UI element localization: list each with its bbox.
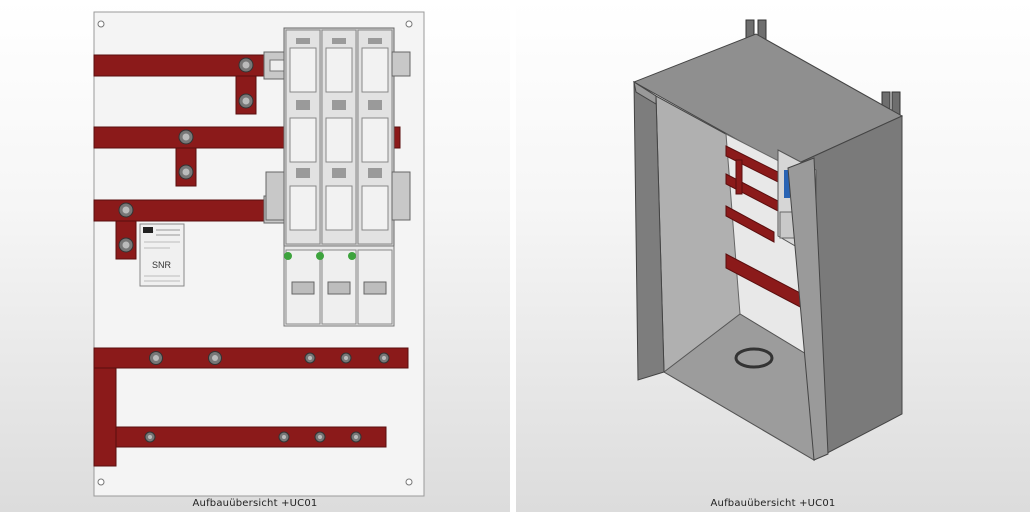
view-caption-front: Aufbauübersicht +UC01 xyxy=(192,498,318,509)
mounting-hole xyxy=(405,20,413,28)
view-divider xyxy=(510,0,516,512)
mounting-hole xyxy=(97,20,105,28)
cable-gland xyxy=(734,347,774,369)
outgoing-terminals xyxy=(283,245,395,327)
mounting-hole xyxy=(405,478,413,486)
isometric-view: Aufbauübersicht +UC01 xyxy=(516,0,1030,512)
view-caption-isometric: Aufbauübersicht +UC01 xyxy=(710,498,836,509)
enclosure-front-post xyxy=(787,157,829,461)
fuse-switch-disconnector xyxy=(265,27,411,247)
mounting-hole xyxy=(97,478,105,486)
label-plate-brand: SNR xyxy=(144,228,153,233)
enclosure-isometric-drawing xyxy=(632,19,904,461)
front-layout-drawing: SNR SNR xyxy=(93,11,425,497)
label-plate-text: SNR xyxy=(152,260,172,270)
enclosure-frame xyxy=(633,80,657,105)
label-plate: SNR SNR xyxy=(139,223,185,287)
wall-bracket xyxy=(745,19,901,117)
front-layout-view: SNR SNR Aufbauübersicht xyxy=(0,0,510,512)
pe-n-busbar xyxy=(93,347,409,467)
inner-busbars xyxy=(725,145,807,311)
